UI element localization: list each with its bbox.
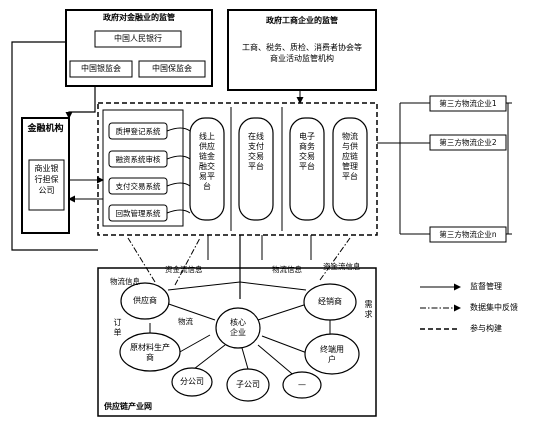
- finance-org-title: 金融机构: [27, 124, 64, 134]
- node-dealer: [303, 283, 357, 321]
- legend-supervise-label: 监督管理: [470, 282, 502, 291]
- system-label: 融资系统审核: [115, 155, 161, 164]
- node-core: [215, 307, 261, 349]
- node-label-dealer: 经销商: [318, 297, 342, 306]
- node-label-material: 原材料生产商: [130, 343, 170, 362]
- network-edge: [189, 344, 226, 373]
- platform-label: 物流与供应链管理平台: [342, 132, 358, 181]
- gov-finance-title: 政府对金融业的监管: [103, 13, 175, 22]
- platform-cylinder: [289, 117, 325, 221]
- system-connector: [166, 155, 191, 160]
- gov-commerce-box: [227, 9, 377, 91]
- feedback-line: [319, 237, 351, 281]
- network-edge: [239, 281, 307, 291]
- third-party-label: 第三方物流企业1: [439, 99, 497, 108]
- system-boxes: [108, 122, 168, 222]
- system-label: 回款管理系统: [115, 209, 161, 218]
- edge-label-logistics-right: 物流信息: [272, 265, 302, 274]
- platform-frame: [97, 102, 378, 236]
- supervise-arrow: [11, 41, 98, 251]
- circ-label: 中国保监会: [152, 64, 192, 73]
- platform-label: 线上供应链金融交易平台: [199, 132, 215, 191]
- edge-label-flow: 物流: [178, 317, 193, 326]
- network-frame: [97, 267, 377, 417]
- network-edge: [261, 335, 308, 354]
- node-label-dash: —: [298, 380, 306, 389]
- system-connector: [166, 182, 191, 187]
- platform-label: 电子商务交易平台: [299, 132, 315, 171]
- third-party-label: 第三方物流企业n: [439, 230, 497, 239]
- finance-org-inner: 商业银行担保公司: [34, 164, 59, 195]
- platform-cylinder: [332, 117, 368, 221]
- node-subsidiary: [226, 368, 270, 402]
- cbrc-box: [69, 60, 133, 78]
- network-edge: [241, 347, 249, 370]
- supervise-arrow: [65, 86, 96, 119]
- pboc-label: 中国人民银行: [114, 34, 162, 43]
- network-edge: [257, 302, 311, 321]
- node-material: [119, 332, 181, 372]
- node-label-supplier: 供应商: [133, 296, 157, 305]
- edge-label-order: 订单: [113, 318, 122, 337]
- legend-build-label: 参与构建: [470, 324, 502, 333]
- system-label: 支付交易系统: [115, 182, 161, 191]
- edge-label-fund-left: 资金流信息: [165, 265, 203, 274]
- edge-label-logistics-left: 物流信息: [110, 277, 140, 286]
- node-enduser: [304, 333, 360, 375]
- platform-label: 在线支付交易平台: [248, 132, 264, 171]
- node-dash: [282, 371, 322, 399]
- system-connector: [166, 209, 191, 214]
- third-party-label: 第三方物流企业2: [439, 138, 497, 147]
- node-label-subsidiary: 子公司: [236, 380, 260, 389]
- node-label-enduser: 终端用户: [320, 345, 344, 364]
- cbrc-label: 中国银监会: [81, 64, 121, 73]
- network-title: 供应链产业网: [104, 402, 152, 411]
- node-supplier: [120, 282, 170, 320]
- edge-label-fund-right: 资金流信息: [323, 262, 361, 271]
- network-edge: [257, 344, 298, 379]
- finance-org-inner-box: [28, 159, 65, 211]
- legend-feedback-label: 数据集中反馈: [470, 303, 518, 312]
- system-label: 质押登记系统: [115, 127, 161, 136]
- gov-commerce-title: 政府工商企业的监管: [266, 16, 338, 25]
- systems-frame: [102, 109, 184, 227]
- circ-box: [138, 60, 206, 78]
- pboc-box: [94, 30, 182, 48]
- node-label-branch: 分公司: [180, 377, 204, 386]
- edge-label-demand: 需求: [364, 300, 373, 319]
- network-edge: [177, 334, 211, 354]
- network-nodes: [119, 282, 360, 402]
- platform-cylinder: [238, 117, 274, 221]
- node-branch: [171, 367, 213, 397]
- platform-cylinder: [189, 117, 225, 221]
- node-label-core: 核心企业: [230, 318, 246, 337]
- platform-cylinders: [189, 117, 368, 221]
- system-connector: [166, 127, 191, 132]
- feedback-line: [174, 237, 201, 286]
- gov-commerce-desc: 工商、税务、质检、消费者协会等商业活动监管机构: [242, 43, 362, 63]
- network-edge: [167, 281, 241, 291]
- feedback-line: [127, 237, 156, 283]
